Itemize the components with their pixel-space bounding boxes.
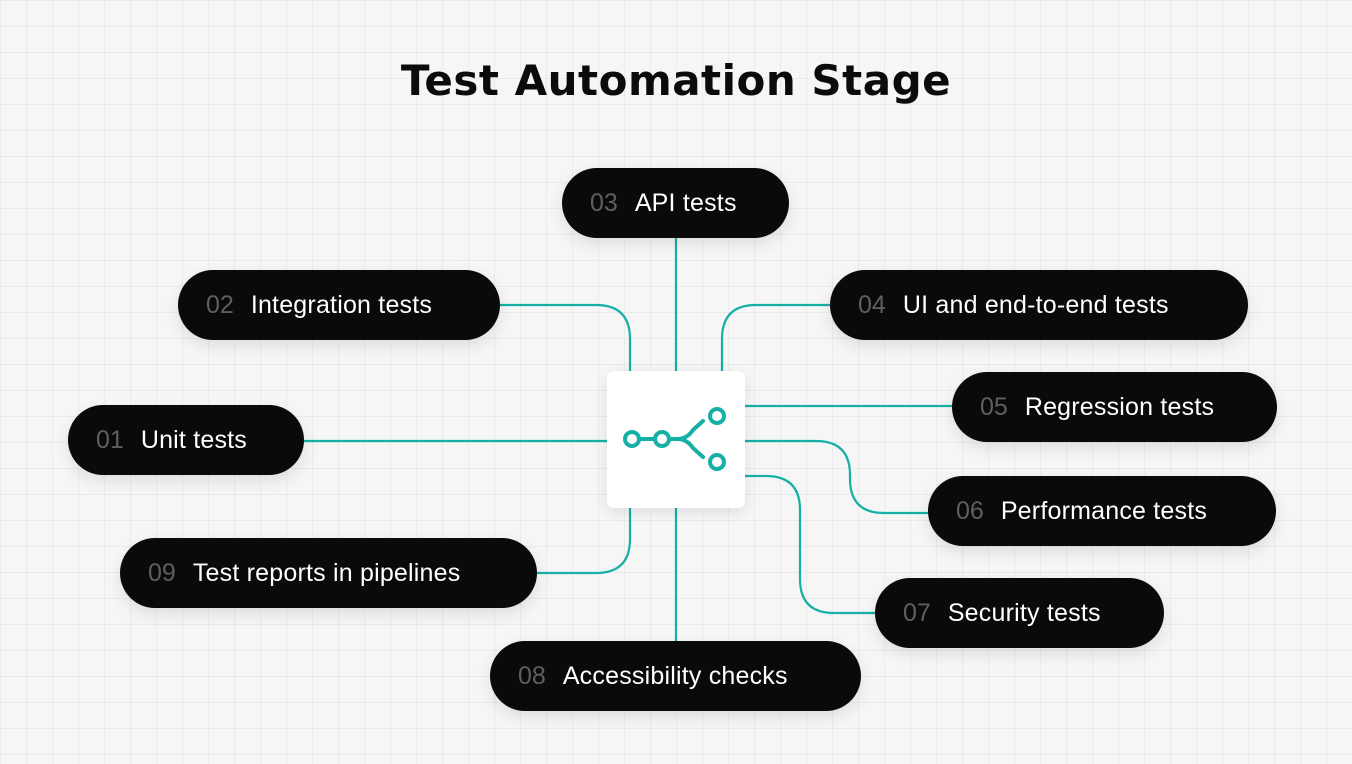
stage-pill-regression-tests: 05 Regression tests: [952, 372, 1277, 442]
stage-pill-accessibility-checks: 08 Accessibility checks: [490, 641, 861, 711]
stage-label: UI and end-to-end tests: [902, 290, 1169, 319]
stage-number: 02: [206, 290, 234, 319]
stage-number: 09: [148, 558, 176, 587]
branch-icon: [623, 407, 726, 471]
connector-07: [745, 474, 877, 615]
stage-pill-integration-tests: 02 Integration tests: [178, 270, 500, 340]
diagram-title: Test Automation Stage: [400, 56, 952, 105]
stage-number: 07: [903, 598, 931, 627]
stage-label: Unit tests: [140, 425, 248, 454]
connector-09: [534, 508, 632, 575]
hub-card: [607, 371, 745, 508]
stage-number: 08: [518, 661, 546, 690]
stage-number: 01: [96, 425, 124, 454]
stage-label: Performance tests: [1000, 496, 1208, 525]
stage-pill-security-tests: 07 Security tests: [875, 578, 1164, 648]
stage-number: 06: [956, 496, 984, 525]
stage-pill-test-reports: 09 Test reports in pipelines: [120, 538, 537, 608]
stage-pill-unit-tests: 01 Unit tests: [68, 405, 304, 475]
stage-label: Security tests: [947, 598, 1101, 627]
stage-label: Test reports in pipelines: [192, 558, 461, 587]
stage-pill-api-tests: 03 API tests: [562, 168, 789, 238]
connector-02: [496, 303, 632, 371]
connector-06: [745, 439, 932, 515]
stage-label: Integration tests: [250, 290, 433, 319]
stage-label: API tests: [634, 188, 737, 217]
stage-label: Regression tests: [1024, 392, 1215, 421]
connector-04: [720, 303, 833, 371]
stage-pill-ui-e2e-tests: 04 UI and end-to-end tests: [830, 270, 1248, 340]
stage-label: Accessibility checks: [562, 661, 788, 690]
stage-number: 04: [858, 290, 886, 319]
stage-number: 05: [980, 392, 1008, 421]
stage-pill-performance-tests: 06 Performance tests: [928, 476, 1276, 546]
stage-number: 03: [590, 188, 618, 217]
